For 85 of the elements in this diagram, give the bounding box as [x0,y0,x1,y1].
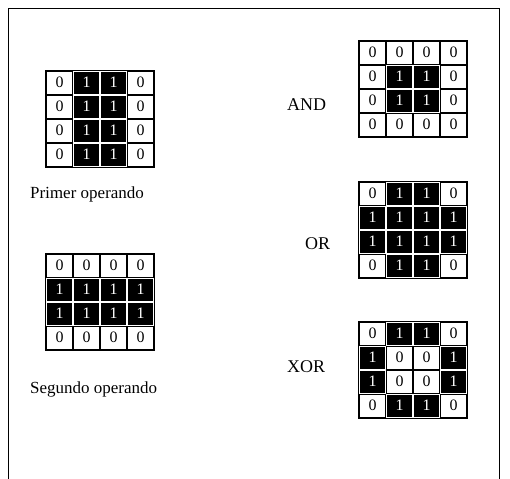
grid-cell: 0 [440,394,467,418]
grid-cell: 0 [127,119,154,143]
grid-cell: 0 [359,41,386,65]
grid-cell: 0 [127,71,154,95]
grid-cell: 0 [440,113,467,137]
grid-cell: 1 [359,206,386,230]
grid-cell: 0 [359,113,386,137]
grid-cell: 0 [46,254,73,278]
grid-cell: 1 [386,230,413,254]
grid-cell: 1 [440,370,467,394]
grid-cell: 1 [413,322,440,346]
grid-cell: 0 [46,326,73,350]
grid-cell: 1 [100,278,127,302]
grid-cell: 0 [46,119,73,143]
grid-cell: 1 [413,182,440,206]
grid-cell: 0 [440,254,467,278]
operator-label: XOR [287,356,326,377]
grid-cell: 0 [359,254,386,278]
caption-text: Primer operando [30,183,144,203]
grid-cell: 1 [73,302,100,326]
grid-cell: 0 [359,394,386,418]
grid-cell: 1 [440,206,467,230]
grid-cell: 1 [46,302,73,326]
grid-cell: 0 [127,143,154,167]
grid-cell: 0 [440,182,467,206]
grid-cell: 1 [359,230,386,254]
grid-cell: 0 [46,71,73,95]
grid-cell: 0 [127,254,154,278]
grid-cell: 1 [100,71,127,95]
grid-cell: 1 [73,71,100,95]
grid-cell: 0 [440,89,467,113]
grid-cell: 0 [100,326,127,350]
grid-cell: 0 [100,254,127,278]
grid-cell: 0 [413,346,440,370]
operator-label: AND [287,94,326,115]
grid-cell: 0 [359,322,386,346]
grid-cell: 0 [386,41,413,65]
grid-cell: 0 [73,326,100,350]
grid-cell: 1 [359,370,386,394]
grid-cell: 0 [413,370,440,394]
grid-cell: 1 [413,254,440,278]
grid-cell: 1 [413,394,440,418]
grid-cell: 0 [46,143,73,167]
grid-cell: 0 [127,326,154,350]
grid-cell: 1 [413,206,440,230]
grid-cell: 1 [413,89,440,113]
caption-text: Segundo operando [30,378,158,398]
grid-cell: 1 [127,278,154,302]
grid-cell: 0 [440,65,467,89]
grid-cell: 0 [127,95,154,119]
grid-cell: 1 [127,302,154,326]
grid-cell: 1 [440,230,467,254]
grid-cell: 1 [46,278,73,302]
grid-cell: 0 [413,41,440,65]
grid-cell: 1 [386,322,413,346]
grid-cell: 1 [100,95,127,119]
grid-cell: 1 [413,65,440,89]
grid-cell: 1 [440,346,467,370]
grid-cell: 1 [73,119,100,143]
grid-cell: 1 [386,65,413,89]
grid-cell: 0 [359,65,386,89]
grid-cell: 0 [73,254,100,278]
grid-cell: 0 [440,322,467,346]
grid-cell: 0 [359,182,386,206]
grid-cell: 1 [73,95,100,119]
grid-cell: 0 [386,370,413,394]
grid-cell: 1 [359,346,386,370]
grid-cell: 1 [73,278,100,302]
grid-cell: 1 [73,143,100,167]
grid-cell: 0 [440,41,467,65]
grid-cell: 1 [100,302,127,326]
grid-cell: 1 [386,254,413,278]
grid-cell: 1 [386,89,413,113]
grid-cell: 0 [46,95,73,119]
operator-label: OR [305,233,330,254]
grid-cell: 1 [386,206,413,230]
grid-cell: 1 [100,119,127,143]
grid-cell: 0 [386,346,413,370]
grid-cell: 1 [386,182,413,206]
grid-cell: 0 [386,113,413,137]
grid-cell: 1 [413,230,440,254]
grid-cell: 0 [413,113,440,137]
grid-cell: 1 [100,143,127,167]
grid-cell: 0 [359,89,386,113]
grid-cell: 1 [386,394,413,418]
